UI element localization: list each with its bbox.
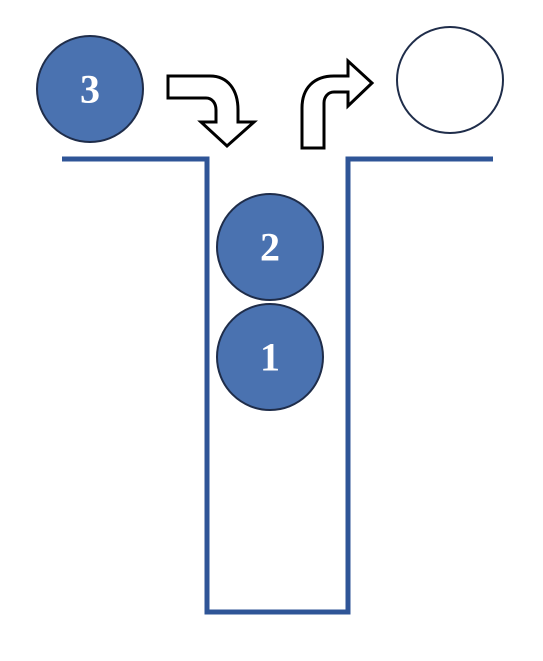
ball-2-label: 2 [260,225,280,270]
stack-container [62,156,493,615]
ball-outgoing-empty [396,26,504,134]
ball-2-circle [216,193,324,301]
ball-3-circle [36,35,144,143]
ball-incoming: 3 [36,35,144,143]
ball-3-label: 3 [80,67,100,112]
curved-arrow-up-icon [300,57,375,150]
ball-1-label: 1 [260,335,280,380]
curved-arrow-down-icon [166,74,258,149]
ball-1-circle [216,303,324,411]
ball-stacked-top: 2 [216,193,324,301]
ball-stacked-bottom: 1 [216,303,324,411]
